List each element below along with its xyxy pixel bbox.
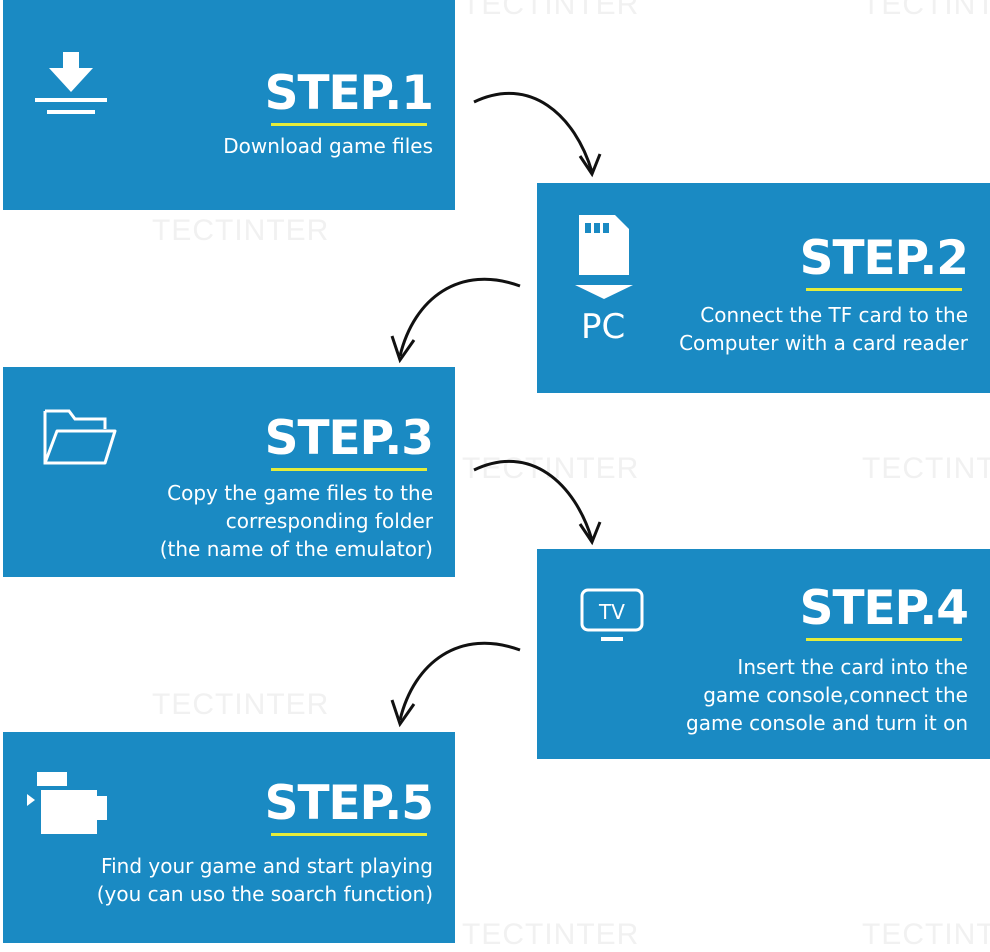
step-title: STEP.1 (264, 66, 434, 126)
step-description: Copy the game files to the corresponding… (159, 481, 433, 561)
step-title: STEP.4 (799, 581, 969, 641)
step-description: Find your game and start playing (you ca… (96, 854, 433, 906)
step-5-card: STEP.5 Find your game and start playing … (3, 732, 455, 943)
step-description: Download game files (223, 134, 433, 158)
watermark: TECTINTER (462, 0, 640, 21)
step-3-card: STEP.3 Copy the game files to the corres… (3, 367, 455, 577)
step-description: Insert the card into the game console,co… (686, 655, 968, 735)
watermark: TECTINTER (152, 214, 330, 247)
step-description: Connect the TF card to the Computer with… (679, 303, 968, 355)
tf-card-icon (575, 215, 633, 299)
tv-label: TV (598, 600, 625, 624)
pc-label: PC (581, 307, 626, 347)
step-1-card: STEP.1 Download game files (3, 0, 455, 210)
game-console-icon (27, 772, 107, 834)
step-4-card: TV STEP.4 Insert the card into the game … (537, 549, 990, 759)
step-title: STEP.5 (264, 776, 434, 836)
watermark: TECTINTER (862, 918, 990, 951)
step-title: STEP.2 (799, 231, 969, 291)
watermark: TECTINTER (152, 688, 330, 721)
arrow-step3-to-step4 (473, 459, 602, 546)
watermark: TECTINTER (862, 452, 990, 485)
watermark: TECTINTER (462, 452, 640, 485)
folder-icon (43, 409, 117, 465)
arrow-step2-to-step3 (390, 277, 521, 364)
watermark: TECTINTER (462, 918, 640, 951)
arrow-step1-to-step2 (473, 91, 602, 178)
arrow-step4-to-step5 (390, 641, 521, 728)
step-title: STEP.3 (264, 411, 434, 471)
watermark: TECTINTER (862, 0, 990, 21)
tv-icon: TV (580, 588, 644, 641)
download-icon (35, 52, 107, 114)
step-2-card: PC STEP.2 Connect the TF card to the Com… (537, 183, 990, 393)
